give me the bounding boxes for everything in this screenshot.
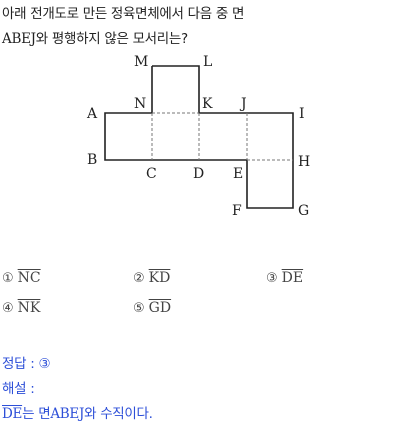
explanation-end: 와 수직이다. <box>84 406 153 422</box>
label-L: L <box>203 54 212 70</box>
label-J: J <box>239 96 247 112</box>
net-outline <box>104 65 294 209</box>
question-face: ABEJ <box>2 31 36 47</box>
explanation-face: ABEJ <box>50 406 85 422</box>
question-line-2: ABEJ와 평행하지 않은 모서리는? <box>2 27 188 47</box>
fold-lines <box>151 112 293 161</box>
option-1-number: ① <box>2 271 14 286</box>
explanation-label: 해설 : <box>2 381 35 397</box>
label-H: H <box>298 154 310 170</box>
label-M: M <box>134 54 148 70</box>
option-4-number: ④ <box>2 301 14 316</box>
question-line-1: 아래 전개도로 만든 정육면체에서 다음 중 면 <box>2 6 245 22</box>
option-3-number: ③ <box>266 271 278 286</box>
label-E: E <box>233 166 243 182</box>
label-I: I <box>299 106 305 122</box>
label-D: D <box>193 166 204 182</box>
label-B: B <box>87 152 97 168</box>
label-G: G <box>298 203 309 219</box>
option-2-edge: KD <box>148 270 171 286</box>
question-rest: 와 평행하지 않은 모서리는? <box>35 31 188 47</box>
option-4-edge: NK <box>17 300 41 316</box>
option-3-edge: DE <box>281 270 304 286</box>
label-K: K <box>202 96 213 112</box>
explanation-mid: 는 면 <box>22 406 51 422</box>
label-C: C <box>146 166 157 182</box>
answer-label: 정답 : ③ <box>2 356 51 372</box>
explanation-edge: DE <box>2 406 23 422</box>
option-5-number: ⑤ <box>133 301 145 316</box>
label-N: N <box>134 96 146 112</box>
option-2-number: ② <box>133 271 145 286</box>
label-F: F <box>232 203 242 219</box>
option-1-edge: NC <box>17 270 41 286</box>
label-A: A <box>86 106 98 122</box>
option-5-edge: GD <box>148 300 172 316</box>
explanation-text: DE는 면ABEJ와 수직이다. <box>2 402 153 422</box>
